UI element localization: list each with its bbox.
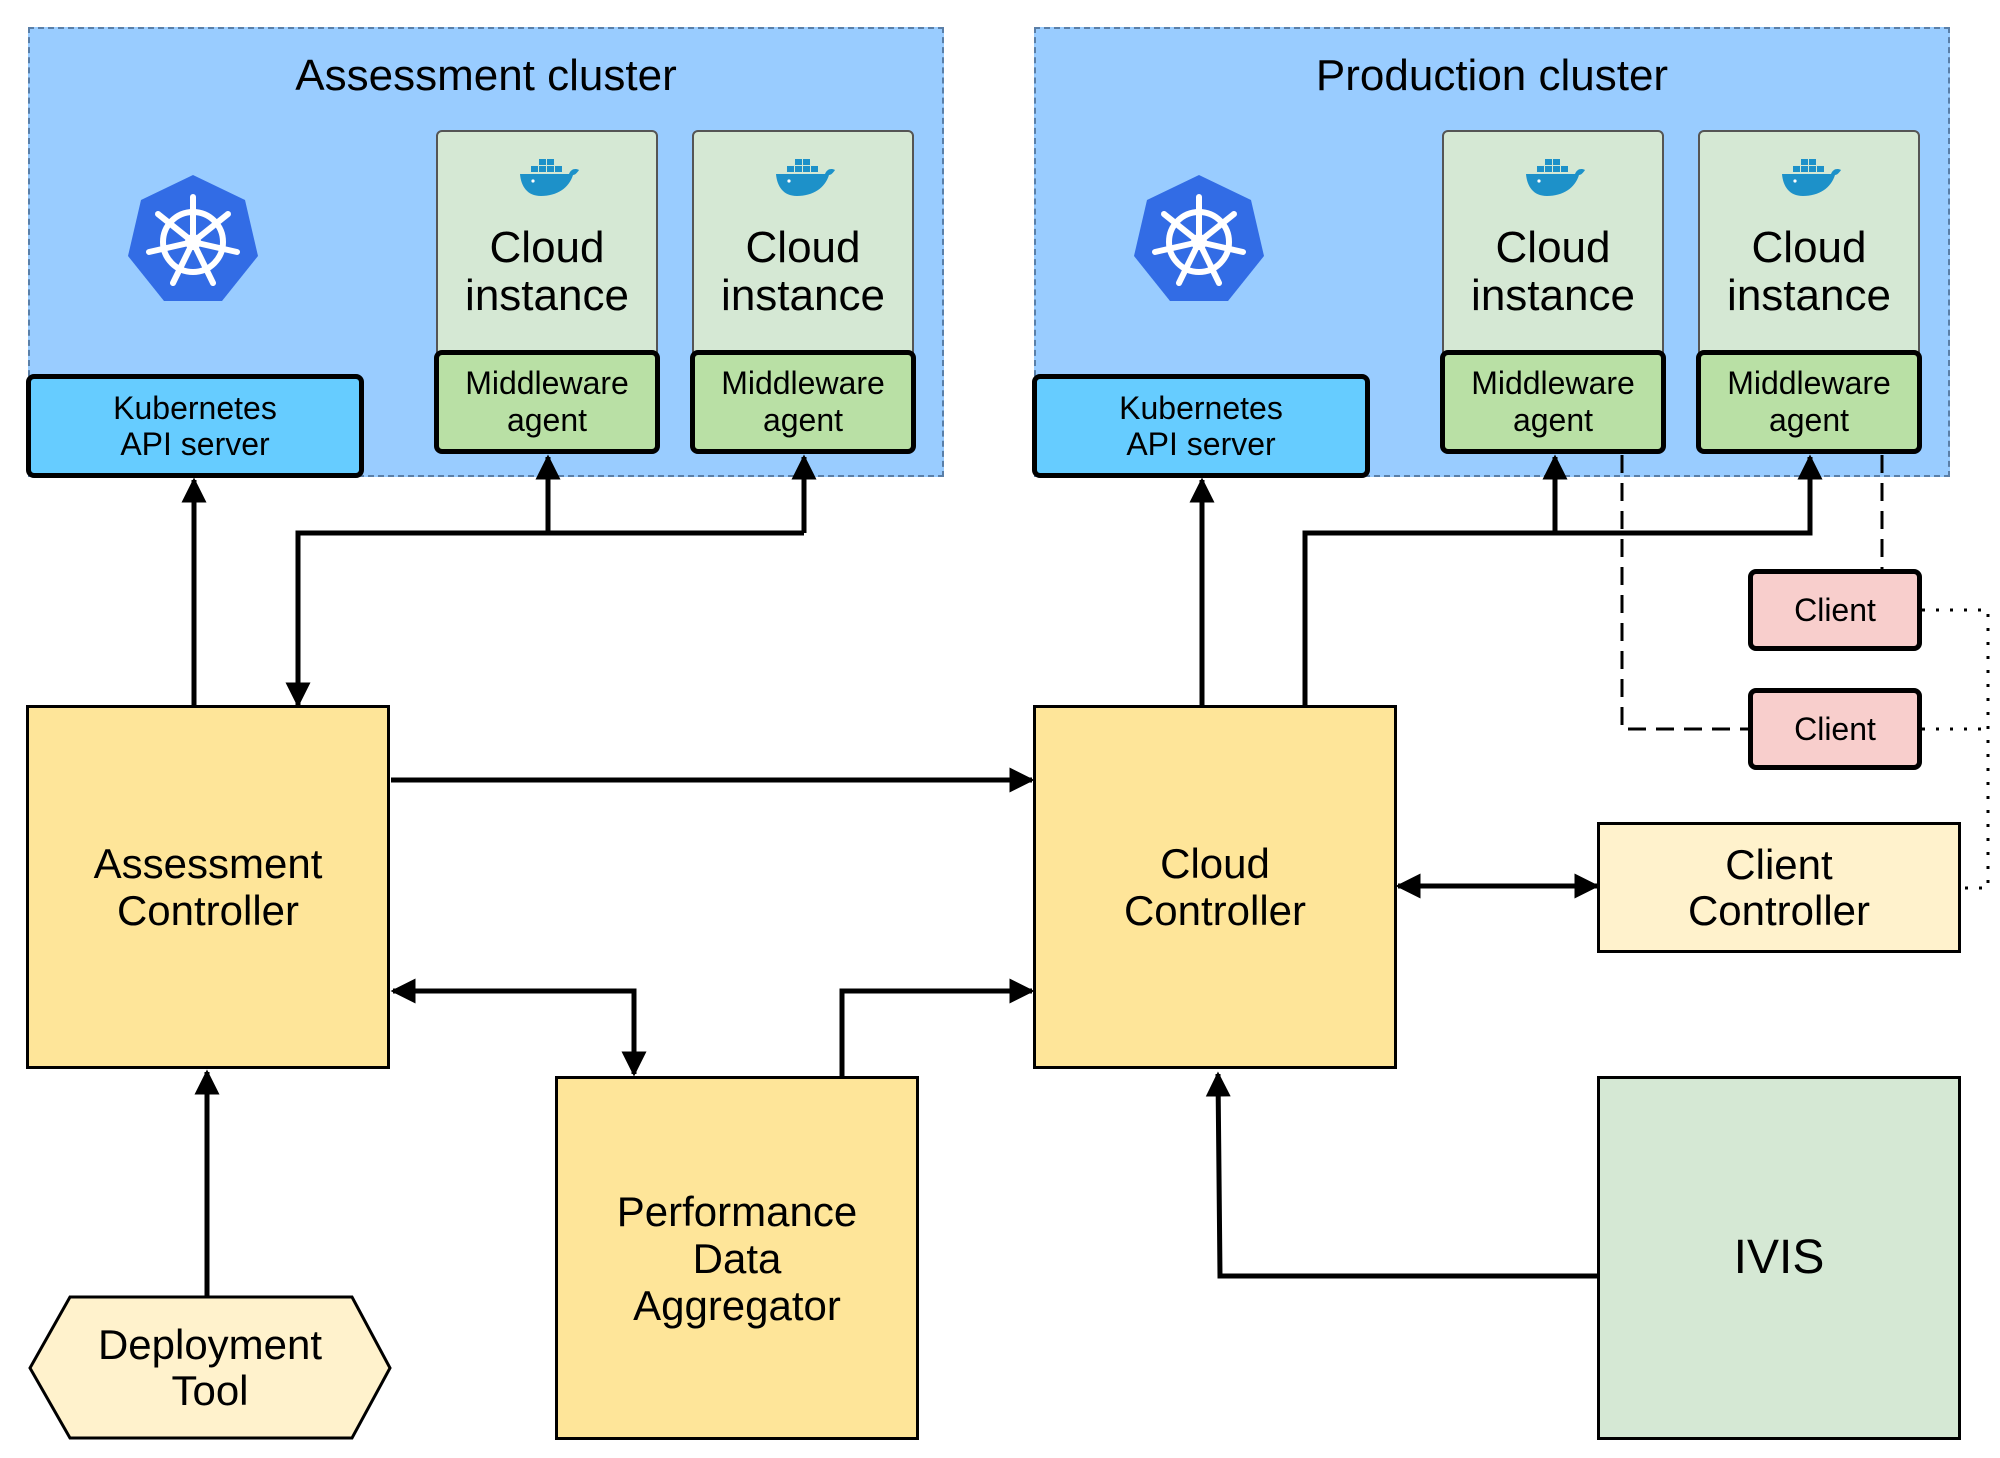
assessment-middleware-agent-1: Middleware agent (434, 350, 660, 454)
api-server-line1: Kubernetes (113, 390, 277, 426)
ivis-label: IVIS (1733, 1231, 1825, 1285)
assessment-api-server: Kubernetes API server (26, 374, 364, 478)
kubernetes-icon (128, 175, 258, 301)
production-cloud-instance-1: Cloud instance (1442, 130, 1664, 380)
cloud-controller-line1: Cloud (1160, 840, 1270, 887)
agent-line1: Middleware (1471, 365, 1635, 401)
assessment-cluster-title: Assessment cluster (295, 51, 677, 100)
performance-data-aggregator: Performance Data Aggregator (555, 1076, 919, 1440)
deployment-tool-line2: Tool (171, 1366, 249, 1414)
agent-line2: agent (1768, 402, 1850, 438)
client-controller: Client Controller (1597, 822, 1961, 953)
agent-line1: Middleware (1727, 365, 1891, 401)
assessment-controller-line1: Assessment (93, 840, 323, 887)
production-cluster-title: Production cluster (1315, 51, 1669, 100)
edge-agent-to-client-2 (1620, 455, 1748, 731)
agent-line1: Middleware (721, 365, 885, 401)
ivis-box: IVIS (1597, 1076, 1961, 1440)
cloud-instance-line2: instance (465, 271, 629, 320)
agent-line2: agent (762, 402, 844, 438)
api-server-line2: API server (120, 426, 270, 462)
api-server-line2: API server (1126, 426, 1276, 462)
docker-whale-icon (776, 159, 835, 196)
production-middleware-agent-2: Middleware agent (1696, 350, 1922, 454)
client-controller-line1: Client (1725, 840, 1833, 888)
assessment-middleware-agent-2: Middleware agent (690, 350, 916, 454)
client-box-1: Client (1748, 569, 1922, 651)
assessment-controller-line2: Controller (116, 887, 300, 934)
cloud-controller: Cloud Controller (1033, 705, 1397, 1069)
api-server-line1: Kubernetes (1119, 390, 1283, 426)
cloud-instance-line1: Cloud (1495, 223, 1611, 272)
cloud-instance-line2: instance (1727, 271, 1891, 320)
edge-ivis-to-cloud (1205, 1071, 1599, 1279)
client-box-2: Client (1748, 688, 1922, 770)
cloud-instance-line1: Cloud (1751, 223, 1867, 272)
client-controller-line2: Controller (1687, 886, 1871, 934)
production-middleware-agent-1: Middleware agent (1440, 350, 1666, 454)
cloud-instance-line2: instance (1471, 271, 1635, 320)
agent-line2: agent (1512, 402, 1594, 438)
client-label: Client (1794, 710, 1876, 747)
kubernetes-icon (1134, 175, 1264, 301)
aggregator-line3: Aggregator (633, 1281, 841, 1329)
assessment-controller: Assessment Controller (26, 705, 390, 1069)
cloud-instance-line1: Cloud (489, 223, 605, 272)
cloud-controller-line2: Controller (1123, 887, 1307, 934)
aggregator-line1: Performance (616, 1187, 858, 1235)
cloud-instance-line2: instance (721, 271, 885, 320)
deployment-tool: Deployment Tool (30, 1297, 390, 1438)
production-api-server: Kubernetes API server (1032, 374, 1370, 478)
cloud-instance-line1: Cloud (745, 223, 861, 272)
production-cloud-instance-2: Cloud instance (1698, 130, 1920, 380)
edge-aggregator-to-cloud (839, 978, 1035, 1077)
agent-line2: agent (506, 402, 588, 438)
edge-assessment-to-aggregator (390, 978, 647, 1077)
edge-assessment-agent2 (285, 530, 804, 708)
docker-whale-icon (520, 159, 579, 196)
docker-whale-icon (1526, 159, 1585, 196)
deployment-tool-line1: Deployment (97, 1320, 323, 1368)
agent-line1: Middleware (465, 365, 629, 401)
docker-whale-icon (1782, 159, 1841, 196)
assessment-cloud-instance-1: Cloud instance (436, 130, 658, 380)
assessment-cloud-instance-2: Cloud instance (692, 130, 914, 380)
client-label: Client (1794, 591, 1876, 628)
aggregator-line2: Data (692, 1234, 782, 1282)
